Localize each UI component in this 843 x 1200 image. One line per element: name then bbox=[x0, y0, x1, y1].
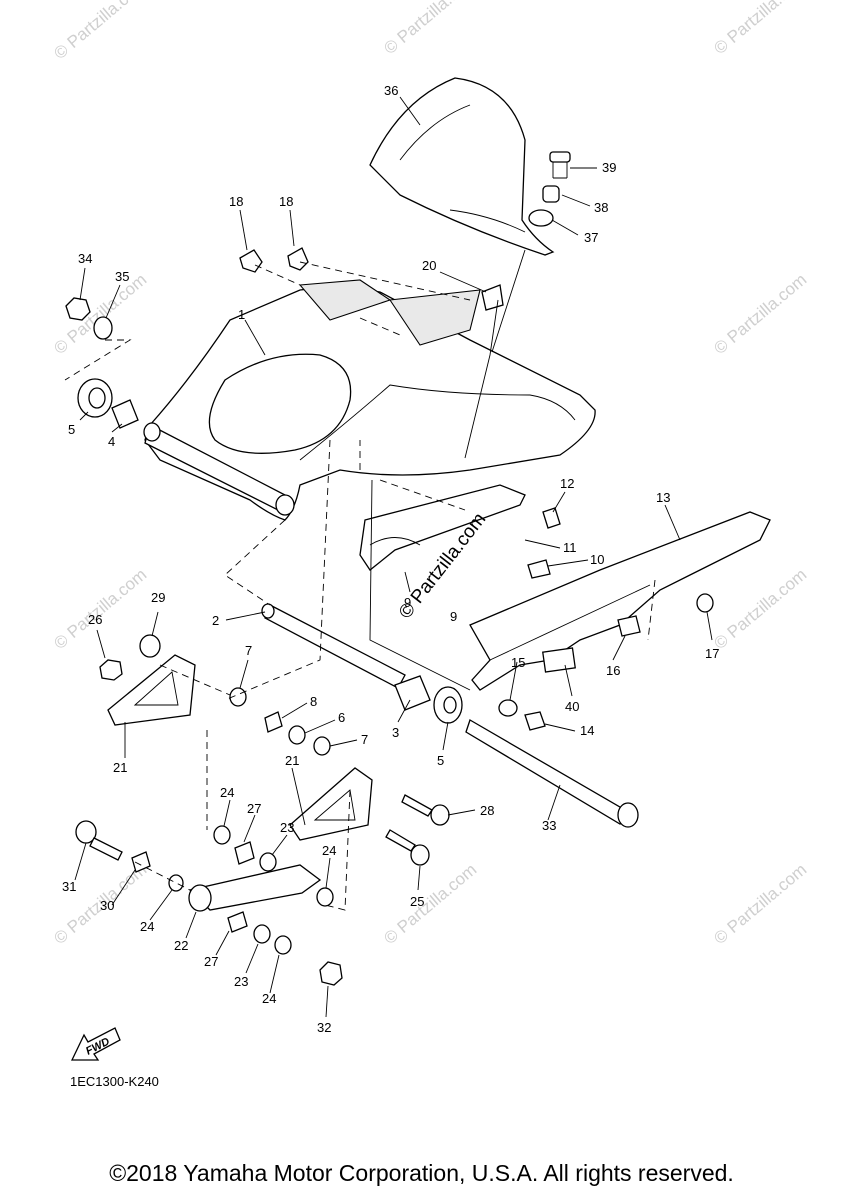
callout-21: 21 bbox=[285, 753, 299, 768]
callout-9: 9 bbox=[404, 595, 411, 610]
callout-29: 29 bbox=[151, 590, 165, 605]
callout-26: 26 bbox=[88, 612, 102, 627]
callout-21: 21 bbox=[113, 760, 127, 775]
copyright-notice: ©2018 Yamaha Motor Corporation, U.S.A. A… bbox=[109, 1160, 734, 1186]
clips bbox=[239, 247, 309, 273]
callout-34: 34 bbox=[78, 251, 92, 266]
callout-3: 3 bbox=[392, 725, 399, 740]
callout-24: 24 bbox=[140, 919, 154, 934]
callout-5: 5 bbox=[437, 753, 444, 768]
rear-fender bbox=[369, 77, 555, 256]
chain-case bbox=[469, 511, 771, 691]
watermark: © Partzilla.com bbox=[710, 270, 810, 358]
callout-1: 1 bbox=[238, 307, 245, 322]
callout-11: 11 bbox=[563, 540, 577, 555]
callout-40: 40 bbox=[565, 699, 579, 714]
link-bearings bbox=[229, 687, 331, 756]
link-bracket-right bbox=[289, 767, 373, 841]
link-bracket-left bbox=[107, 654, 196, 726]
callout-7: 7 bbox=[245, 643, 252, 658]
callout-39: 39 bbox=[602, 160, 616, 175]
callout-labels: 36 39 38 37 18 18 20 34 35 1 5 4 12 13 1… bbox=[62, 83, 719, 1035]
swingarm bbox=[143, 279, 596, 521]
callout-10: 10 bbox=[590, 552, 604, 567]
bracket-nuts bbox=[99, 634, 161, 681]
callout-24: 24 bbox=[322, 843, 336, 858]
callout-17: 17 bbox=[705, 646, 719, 661]
callout-35: 35 bbox=[115, 269, 129, 284]
watermark: © Partzilla.com bbox=[710, 860, 810, 948]
callout-2: 2 bbox=[212, 613, 219, 628]
callout-30: 30 bbox=[100, 898, 114, 913]
dashed-guide-lines bbox=[64, 261, 656, 911]
callout-24: 24 bbox=[220, 785, 234, 800]
callout-22: 22 bbox=[174, 938, 188, 953]
rear-axle bbox=[465, 719, 639, 828]
chain-guide bbox=[359, 484, 526, 571]
fwd-arrow-icon: FWD bbox=[70, 1027, 121, 1061]
callout-15: 15 bbox=[511, 655, 525, 670]
part-code: 1EC1300-K240 bbox=[70, 1074, 159, 1089]
callout-18: 18 bbox=[229, 194, 243, 209]
watermark: © Partzilla.com bbox=[50, 0, 150, 63]
leader-lines bbox=[74, 96, 713, 1018]
callout-14: 14 bbox=[580, 723, 594, 738]
bracket-bolts bbox=[385, 794, 450, 866]
callout-36: 36 bbox=[384, 83, 398, 98]
callout-4: 4 bbox=[108, 434, 115, 449]
callout-6: 6 bbox=[338, 710, 345, 725]
case-fasteners bbox=[498, 593, 714, 731]
callout-7: 7 bbox=[361, 732, 368, 747]
callout-25: 25 bbox=[410, 894, 424, 909]
callout-9: 9 bbox=[450, 609, 457, 624]
pivot-nut-washer bbox=[65, 297, 113, 340]
relay-bolt bbox=[75, 820, 343, 986]
watermark: © Partzilla.com bbox=[710, 0, 810, 58]
callout-37: 37 bbox=[584, 230, 598, 245]
callout-13: 13 bbox=[656, 490, 670, 505]
callout-8: 8 bbox=[310, 694, 317, 709]
relay-arm bbox=[168, 825, 334, 955]
callout-20: 20 bbox=[422, 258, 436, 273]
callout-27: 27 bbox=[247, 801, 261, 816]
watermark: © Partzilla.com bbox=[50, 565, 150, 653]
watermark: © Partzilla.com bbox=[710, 565, 810, 653]
callout-12: 12 bbox=[560, 476, 574, 491]
callout-16: 16 bbox=[606, 663, 620, 678]
callout-24: 24 bbox=[262, 991, 276, 1006]
fender-fasteners bbox=[528, 151, 571, 227]
pivot-bearing bbox=[77, 378, 139, 429]
callout-32: 32 bbox=[317, 1020, 331, 1035]
callout-28: 28 bbox=[480, 803, 494, 818]
callout-38: 38 bbox=[594, 200, 608, 215]
clip-20 bbox=[481, 284, 504, 311]
callout-5: 5 bbox=[68, 422, 75, 437]
watermark: © Partzilla.com bbox=[380, 860, 480, 948]
pivot-shaft bbox=[261, 603, 463, 724]
callout-33: 33 bbox=[542, 818, 556, 833]
guide-bolts bbox=[527, 507, 561, 579]
callout-27: 27 bbox=[204, 954, 218, 969]
callout-31: 31 bbox=[62, 879, 76, 894]
fwd-label: FWD bbox=[84, 1036, 112, 1058]
watermark: © Partzilla.com bbox=[380, 0, 480, 58]
callout-18: 18 bbox=[279, 194, 293, 209]
callout-23: 23 bbox=[234, 974, 248, 989]
callout-23: 23 bbox=[280, 820, 294, 835]
watermark: © Partzilla.com bbox=[50, 270, 150, 358]
